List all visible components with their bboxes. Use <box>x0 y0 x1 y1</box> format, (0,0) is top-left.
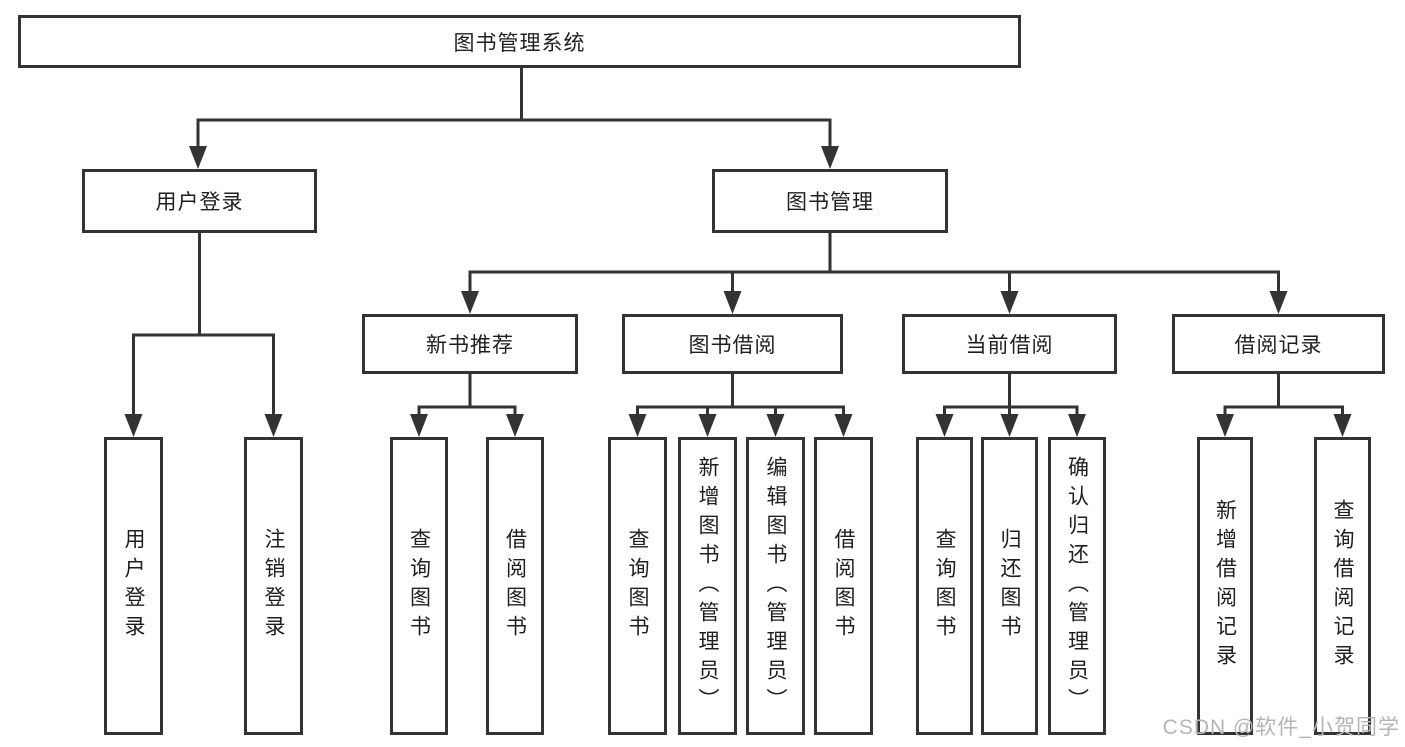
node-current-borrowing: 当前借阅 <box>902 314 1117 374</box>
leaf-return-books: 归还图书 <box>981 437 1038 735</box>
leaf-user-login: 用户登录 <box>104 437 163 735</box>
leaf-borrow-books-recommend: 借阅图书 <box>486 437 544 735</box>
connector-book-borrow-to-leaves <box>628 374 853 437</box>
node-book-borrowing: 图书借阅 <box>622 314 843 374</box>
leaf-logout: 注销登录 <box>244 437 303 735</box>
connector-book-management-to-level3 <box>461 233 1288 314</box>
watermark: CSDN @软件_小贺同学 <box>1162 716 1400 739</box>
leaf-query-borrow-record: 查询借阅记录 <box>1314 437 1371 735</box>
leaf-add-borrow-record: 新增借阅记录 <box>1197 437 1253 735</box>
leaf-borrow-books: 借阅图书 <box>814 437 873 735</box>
connector-user-login-to-leaves <box>124 233 283 437</box>
leaf-confirm-return-admin: 确认归还（管理员） <box>1048 437 1106 735</box>
leaf-add-books-admin: 新增图书（管理员） <box>678 437 737 735</box>
node-borrowing-records: 借阅记录 <box>1172 314 1385 374</box>
leaf-query-books-borrow: 查询图书 <box>608 437 667 735</box>
connector-current-borrow-to-leaves <box>935 374 1086 437</box>
node-library-management-system: 图书管理系统 <box>18 15 1021 68</box>
node-user-login: 用户登录 <box>82 169 317 233</box>
leaf-query-books-recommend: 查询图书 <box>390 437 448 735</box>
node-new-book-recommendation: 新书推荐 <box>362 314 578 374</box>
connector-borrow-records-to-leaves <box>1216 374 1352 437</box>
connector-new-book-to-leaves <box>410 374 524 437</box>
leaf-query-books-current: 查询图书 <box>916 437 973 735</box>
leaf-edit-books-admin: 编辑图书（管理员） <box>746 437 805 735</box>
node-book-management: 图书管理 <box>712 169 948 233</box>
connector-root-to-level2 <box>189 66 839 169</box>
